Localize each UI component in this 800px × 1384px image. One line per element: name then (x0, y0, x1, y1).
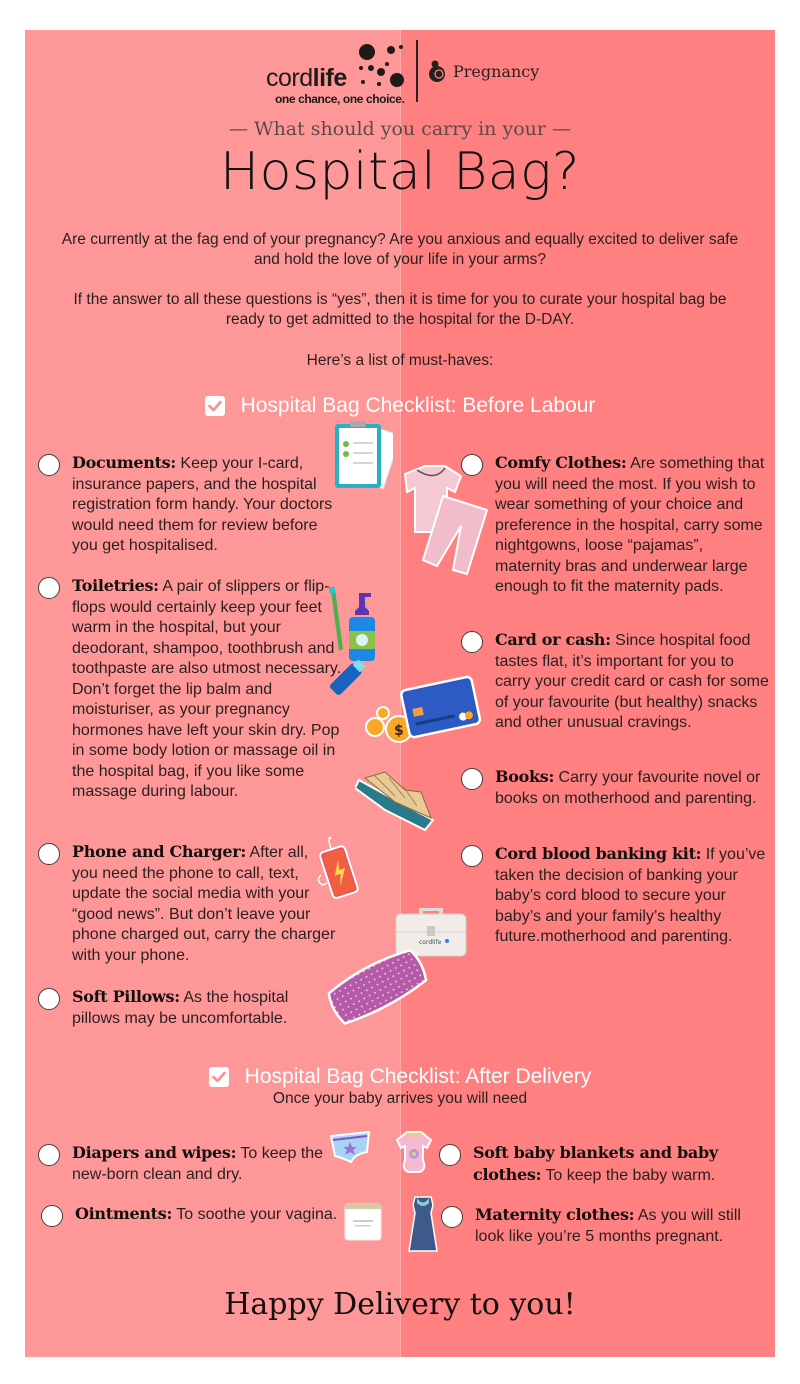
checklist-item-phone-charger[interactable]: Phone and Charger: After all, you need t… (38, 842, 338, 966)
checklist-radio[interactable] (38, 1144, 60, 1166)
before-labour-heading: Hospital Bag Checklist: Before Labour (25, 394, 775, 418)
checklist-radio[interactable] (439, 1144, 461, 1166)
logo-dots-icon (359, 44, 404, 87)
checklist-item-maternity-clothes[interactable]: Maternity clothes: As you will still loo… (441, 1205, 751, 1247)
checklist-radio[interactable] (461, 454, 483, 476)
pillow-icon (327, 948, 428, 1025)
checklist-item-comfy-clothes[interactable]: Comfy Clothes: Are something that you wi… (461, 453, 771, 598)
logo-tagline: one chance, one choice. (275, 92, 405, 106)
after-delivery-subheading: Once your baby arrives you will need (272, 1090, 528, 1107)
checklist-radio[interactable] (38, 454, 60, 476)
after-delivery-heading-text: Hospital Bag Checklist: After Delivery (244, 1065, 592, 1088)
pregnancy-badge: Pregnancy (427, 60, 539, 82)
phone-icon (317, 836, 359, 899)
checklist-radio[interactable] (38, 988, 60, 1010)
svg-text:cordlife: cordlife (419, 939, 442, 946)
checklist-item-baby-blankets-clothes[interactable]: Soft baby blankets and baby clothes: To … (439, 1143, 739, 1186)
credit-card-icon: $ (365, 675, 481, 743)
toiletries-icon (329, 587, 375, 696)
logo-separator (416, 40, 418, 102)
checklist-item-soft-pillows[interactable]: Soft Pillows: As the hospital pillows ma… (38, 987, 328, 1029)
intro-paragraph-3: Here’s a list of must-haves: (306, 352, 494, 369)
clipboard-icon (335, 421, 393, 490)
diaper-icon (329, 1130, 371, 1164)
infographic-panel: cordlife one chance, one choice. Pregnan… (25, 30, 775, 1357)
kit-box-icon: cordlife (395, 908, 467, 957)
after-delivery-heading: Hospital Bag Checklist: After Delivery (25, 1065, 775, 1089)
closing-message: Happy Delivery to you! (224, 1287, 576, 1322)
checklist-item-toiletries[interactable]: Toiletries: A pair of slippers or flip-f… (38, 576, 346, 803)
before-labour-heading-text: Hospital Bag Checklist: Before Labour (240, 394, 596, 417)
checklist-radio[interactable] (461, 631, 483, 653)
page-title: Hospital Bag? (220, 142, 580, 202)
book-icon (355, 771, 435, 832)
checklist-item-cord-blood-kit[interactable]: Cord blood banking kit: If you’ve taken … (461, 844, 771, 948)
checklist-item-ointments[interactable]: Ointments: To soothe your vagina. (41, 1204, 351, 1227)
dress-icon (408, 1196, 438, 1252)
pajamas-icon (403, 465, 489, 576)
intro-paragraph-1: Are currently at the fag end of your pre… (61, 231, 739, 268)
checklist-radio[interactable] (461, 845, 483, 867)
checkbox-checked-icon (204, 396, 225, 416)
checklist-item-books[interactable]: Books: Carry your favourite novel or boo… (461, 767, 761, 809)
svg-text:$: $ (394, 723, 404, 739)
pregnancy-icon (429, 60, 445, 82)
checklist-radio[interactable] (41, 1205, 63, 1227)
checklist-item-card-cash[interactable]: Card or cash: Since hospital food tastes… (461, 630, 771, 734)
baby-onesie-icon (395, 1131, 433, 1173)
checklist-radio[interactable] (461, 768, 483, 790)
checklist-radio[interactable] (38, 577, 60, 599)
checklist-item-diapers-wipes[interactable]: Diapers and wipes: To keep the new-born … (38, 1143, 328, 1185)
ointment-jar-icon (344, 1203, 382, 1241)
checklist-item-documents[interactable]: Documents: Keep your I-card, insurance p… (38, 453, 338, 557)
logo-wordmark: cordlife (266, 64, 347, 92)
intro-paragraph-2: If the answer to all these questions is … (73, 291, 727, 328)
section-label: Pregnancy (453, 61, 540, 81)
checklist-radio[interactable] (441, 1206, 463, 1228)
checkbox-checked-icon (208, 1067, 229, 1087)
title-kicker: — What should you carry in your — (229, 118, 571, 140)
cordlife-logo: cordlife one chance, one choice. (266, 42, 426, 106)
checklist-radio[interactable] (38, 843, 60, 865)
